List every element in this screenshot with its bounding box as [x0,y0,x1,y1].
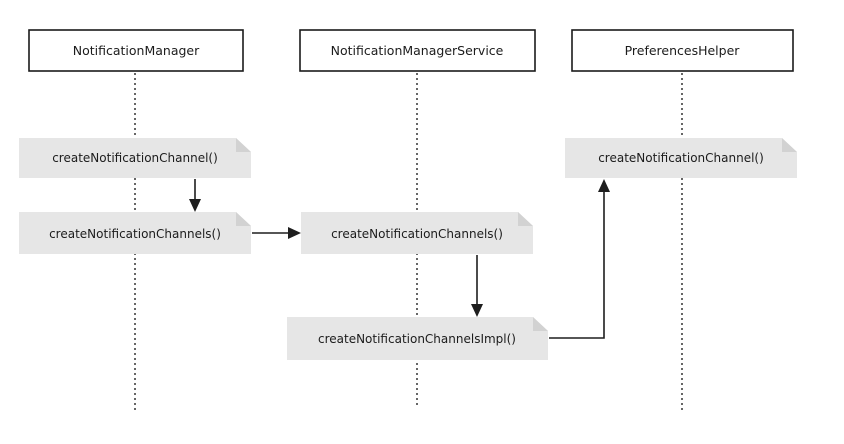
note-nm-create-channel: createNotificationChannel() [19,138,251,178]
participant-preferences-helper: PreferencesHelper [571,29,794,72]
arrow-impl-to-preferences-helper [549,179,610,339]
participant-notification-manager-service-label: NotificationManagerService [331,43,504,58]
note-nm-create-channels-label: createNotificationChannels() [49,227,221,241]
participant-preferences-helper-label: PreferencesHelper [625,43,741,58]
note-nms-create-channels-impl: createNotificationChannelsImpl() [287,317,548,360]
note-ph-create-channel: createNotificationChannel() [565,138,797,178]
note-nms-create-channels-label: createNotificationChannels() [331,227,503,241]
participant-notification-manager: NotificationManager [28,29,244,72]
note-ph-create-channel-label: createNotificationChannel() [598,151,764,165]
arrow-nm-to-nms [252,227,301,239]
note-nm-create-channels: createNotificationChannels() [19,212,251,254]
arrow-channel-to-channels [189,179,201,212]
note-nms-create-channels: createNotificationChannels() [301,212,533,254]
note-nms-create-channels-impl-label: createNotificationChannelsImpl() [318,332,516,346]
participant-notification-manager-service: NotificationManagerService [299,29,536,72]
arrow-channels-to-impl [471,255,483,317]
participant-notification-manager-label: NotificationManager [73,43,200,58]
note-nm-create-channel-label: createNotificationChannel() [52,151,218,165]
